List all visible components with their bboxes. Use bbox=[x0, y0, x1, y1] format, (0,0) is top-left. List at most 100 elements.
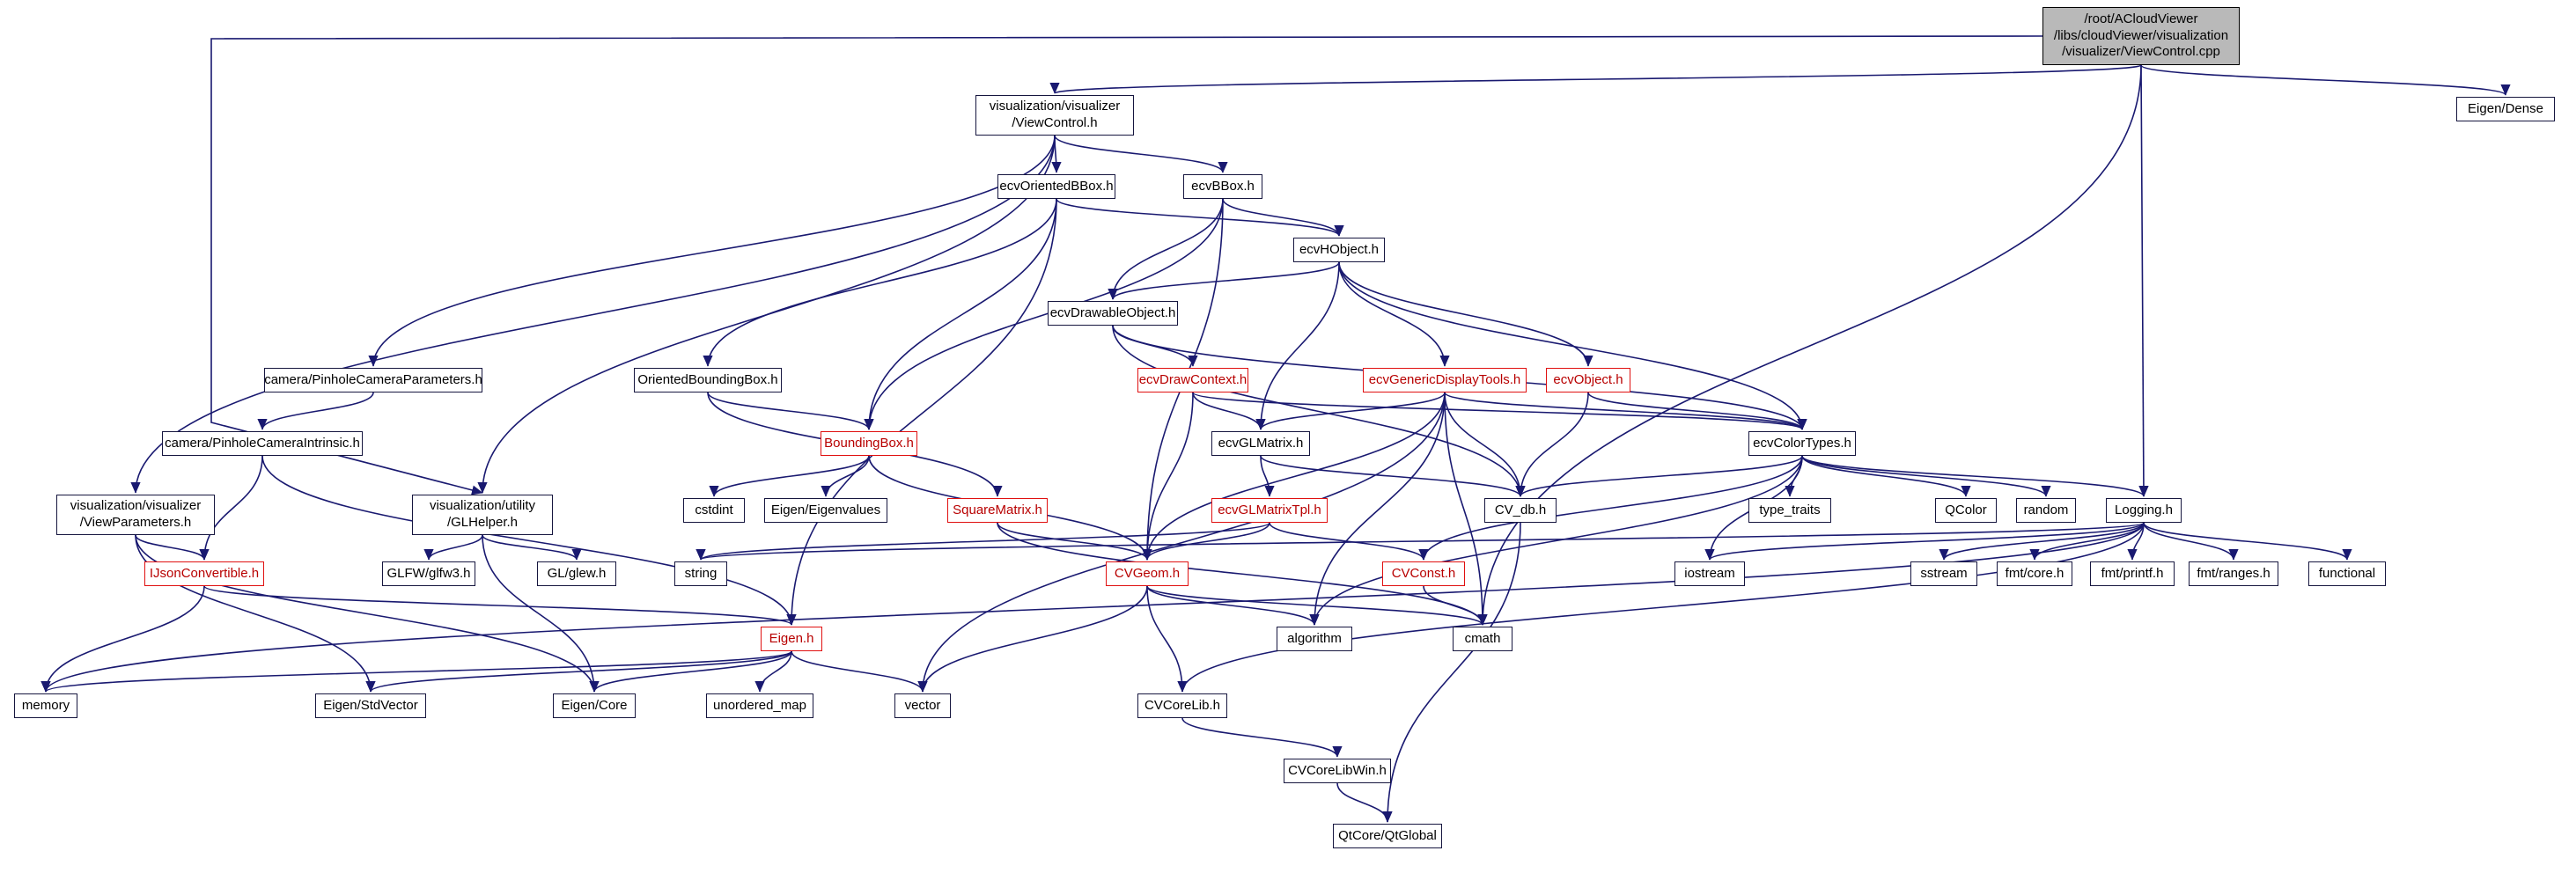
edge-ecvcolortypes_h-to-cv_db_h bbox=[1515, 455, 1803, 497]
graph-node-glhelper_h[interactable]: visualization/utility /GLHelper.h bbox=[412, 495, 553, 535]
graph-node-gl_glew_h[interactable]: GL/glew.h bbox=[537, 561, 616, 586]
graph-node-iostream[interactable]: iostream bbox=[1674, 561, 1745, 586]
edge-ecvgenericdisplaytools_h-to-cv_db_h bbox=[1444, 392, 1526, 497]
graph-node-cvcorelibwin_h[interactable]: CVCoreLibWin.h bbox=[1284, 759, 1391, 783]
edge-viewcontrol_cpp-to-logging_h bbox=[2138, 64, 2149, 497]
graph-node-unordered_map[interactable]: unordered_map bbox=[706, 693, 813, 718]
graph-node-functional[interactable]: functional bbox=[2308, 561, 2386, 586]
edge-ecvglmatrix_h-to-cv_db_h bbox=[1260, 455, 1526, 497]
edge-ecvbbox_h-to-ecvhobject_h bbox=[1222, 198, 1344, 237]
edge-cvcorelib_h-to-cvcorelibwin_h bbox=[1181, 717, 1343, 758]
graph-node-orientedboundingbox_h[interactable]: OrientedBoundingBox.h bbox=[634, 368, 782, 392]
graph-node-qcolor[interactable]: QColor bbox=[1935, 498, 1997, 523]
edge-ecvorientedbbox_h-to-eigen_h bbox=[786, 198, 1057, 626]
graph-node-qtcore_qtglobal[interactable]: QtCore/QtGlobal bbox=[1333, 824, 1442, 848]
edge-ecvbbox_h-to-ecvdrawableobject_h bbox=[1108, 198, 1224, 300]
edge-viewcontrol_h-to-ecvbbox_h bbox=[1054, 135, 1228, 173]
edge-ecvglmatrixtpl_h-to-cvgeom_h bbox=[1142, 522, 1270, 561]
graph-node-viewcontrol_cpp: /root/ACloudViewer /libs/cloudViewer/vis… bbox=[2042, 7, 2240, 65]
edge-logging_h-to-string bbox=[696, 522, 2145, 561]
graph-node-ecvhobject_h[interactable]: ecvHObject.h bbox=[1293, 238, 1385, 262]
graph-node-ecvglmatrix_h[interactable]: ecvGLMatrix.h bbox=[1211, 431, 1310, 456]
edge-ecvcolortypes_h-to-random bbox=[1801, 455, 2051, 497]
graph-node-eigen_dense[interactable]: Eigen/Dense bbox=[2456, 97, 2555, 121]
graph-node-memory[interactable]: memory bbox=[14, 693, 77, 718]
edge-cvcorelibwin_h-to-qtcore_qtglobal bbox=[1336, 782, 1393, 823]
graph-node-ecvorientedbbox_h[interactable]: ecvOrientedBBox.h bbox=[997, 174, 1115, 199]
graph-node-boundingbox_h[interactable]: BoundingBox.h bbox=[821, 431, 917, 456]
graph-node-cstdint[interactable]: cstdint bbox=[683, 498, 745, 523]
edge-viewparameters_h-to-ijsonconvertible_h bbox=[135, 534, 210, 561]
edge-ecvgenericdisplaytools_h-to-ecvcolortypes_h bbox=[1444, 392, 1807, 430]
graph-node-glfw_glfw3_h[interactable]: GLFW/glfw3.h bbox=[382, 561, 475, 586]
edge-cvgeom_h-to-cvcorelib_h bbox=[1146, 585, 1188, 693]
graph-node-ecvcolortypes_h[interactable]: ecvColorTypes.h bbox=[1748, 431, 1856, 456]
graph-node-cmath[interactable]: cmath bbox=[1453, 627, 1512, 651]
graph-node-ecvbbox_h[interactable]: ecvBBox.h bbox=[1183, 174, 1262, 199]
graph-node-squarematrix_h[interactable]: SquareMatrix.h bbox=[947, 498, 1048, 523]
edge-cvgeom_h-to-cmath bbox=[1146, 585, 1488, 626]
graph-node-ecvdrawableobject_h[interactable]: ecvDrawableObject.h bbox=[1048, 301, 1178, 326]
edge-ecvcolortypes_h-to-logging_h bbox=[1801, 455, 2149, 497]
edge-boundingbox_h-to-eigen_eigenvalues bbox=[821, 455, 870, 497]
graph-node-string[interactable]: string bbox=[674, 561, 727, 586]
graph-node-fmt_ranges_h[interactable]: fmt/ranges.h bbox=[2189, 561, 2278, 586]
edge-ecvhobject_h-to-ecvdrawableobject_h bbox=[1108, 261, 1340, 300]
edge-ecvgenericdisplaytools_h-to-algorithm bbox=[1309, 392, 1446, 626]
edge-ecvorientedbbox_h-to-boundingbox_h bbox=[864, 198, 1057, 430]
graph-node-logging_h[interactable]: Logging.h bbox=[2106, 498, 2182, 523]
graph-node-ijsonconvertible_h[interactable]: IJsonConvertible.h bbox=[144, 561, 264, 586]
edge-ecvdrawcontext_h-to-cvgeom_h bbox=[1142, 392, 1194, 561]
edge-ecvcolortypes_h-to-algorithm bbox=[1309, 455, 1803, 626]
graph-node-fmt_core_h[interactable]: fmt/core.h bbox=[1997, 561, 2072, 586]
edge-glhelper_h-to-eigen_core bbox=[482, 534, 600, 693]
edge-viewcontrol_h-to-viewparameters_h bbox=[130, 135, 1056, 494]
edge-orientedboundingbox_h-to-boundingbox_h bbox=[707, 392, 874, 430]
graph-node-algorithm[interactable]: algorithm bbox=[1277, 627, 1352, 651]
graph-node-eigen_stdvector[interactable]: Eigen/StdVector bbox=[315, 693, 426, 718]
graph-node-random[interactable]: random bbox=[2016, 498, 2076, 523]
graph-node-pinholecameraintrinsic_h[interactable]: camera/PinholeCameraIntrinsic.h bbox=[162, 431, 363, 456]
graph-node-pinholecameraparameters_h[interactable]: camera/PinholeCameraParameters.h bbox=[264, 368, 482, 392]
edge-ecvgenericdisplaytools_h-to-vector bbox=[917, 392, 1446, 693]
graph-node-viewcontrol_h[interactable]: visualization/visualizer /ViewControl.h bbox=[975, 95, 1134, 136]
graph-node-sstream[interactable]: sstream bbox=[1910, 561, 1977, 586]
graph-node-fmt_printf_h[interactable]: fmt/printf.h bbox=[2090, 561, 2175, 586]
edge-ecvhobject_h-to-ecvglmatrix_h bbox=[1255, 261, 1340, 430]
edge-logging_h-to-iostream bbox=[1704, 522, 2145, 561]
graph-node-cvcorelib_h[interactable]: CVCoreLib.h bbox=[1137, 693, 1227, 718]
graph-node-eigen_core[interactable]: Eigen/Core bbox=[553, 693, 636, 718]
graph-node-ecvglmatrixtpl_h[interactable]: ecvGLMatrixTpl.h bbox=[1211, 498, 1328, 523]
edge-ecvgenericdisplaytools_h-to-cmath bbox=[1444, 392, 1488, 626]
edge-boundingbox_h-to-cstdint bbox=[709, 455, 870, 497]
edge-logging_h-to-functional bbox=[2143, 522, 2352, 561]
graph-node-viewparameters_h[interactable]: visualization/visualizer /ViewParameters… bbox=[56, 495, 215, 535]
edge-ecvorientedbbox_h-to-orientedboundingbox_h bbox=[703, 198, 1057, 367]
edge-cv_db_h-to-qtcore_qtglobal bbox=[1382, 522, 1521, 823]
edge-ecvgenericdisplaytools_h-to-ecvglmatrix_h bbox=[1255, 392, 1446, 430]
graph-node-cv_db_h[interactable]: CV_db.h bbox=[1484, 498, 1557, 523]
graph-node-ecvdrawcontext_h[interactable]: ecvDrawContext.h bbox=[1137, 368, 1248, 392]
edge-cvconst_h-to-cmath bbox=[1423, 585, 1488, 626]
edge-cvgeom_h-to-algorithm bbox=[1146, 585, 1320, 626]
edge-ecvglmatrix_h-to-ecvglmatrixtpl_h bbox=[1260, 455, 1275, 497]
edge-eigen_h-to-eigen_core bbox=[589, 650, 792, 693]
edge-logging_h-to-cvcorelib_h bbox=[1177, 522, 2145, 693]
edge-ecvorientedbbox_h-to-ecvhobject_h bbox=[1056, 198, 1344, 237]
graph-node-vector[interactable]: vector bbox=[894, 693, 951, 718]
graph-node-cvgeom_h[interactable]: CVGeom.h bbox=[1106, 561, 1189, 586]
edge-cvgeom_h-to-vector bbox=[917, 585, 1148, 693]
edge-ecvhobject_h-to-ecvcolortypes_h bbox=[1338, 261, 1807, 430]
edge-glhelper_h-to-gl_glew_h bbox=[482, 534, 582, 561]
graph-node-ecvobject_h[interactable]: ecvObject.h bbox=[1546, 368, 1630, 392]
graph-node-eigen_h[interactable]: Eigen.h bbox=[761, 627, 822, 651]
graph-node-eigen_eigenvalues[interactable]: Eigen/Eigenvalues bbox=[764, 498, 887, 523]
edge-logging_h-to-sstream bbox=[1939, 522, 2145, 561]
edge-squarematrix_h-to-cvgeom_h bbox=[997, 522, 1152, 561]
graph-node-ecvgenericdisplaytools_h[interactable]: ecvGenericDisplayTools.h bbox=[1363, 368, 1527, 392]
edge-ecvglmatrixtpl_h-to-cvconst_h bbox=[1269, 522, 1429, 561]
graph-node-type_traits[interactable]: type_traits bbox=[1748, 498, 1831, 523]
graph-node-cvconst_h[interactable]: CVConst.h bbox=[1382, 561, 1465, 586]
edge-logging_h-to-fmt_core_h bbox=[2029, 522, 2145, 561]
